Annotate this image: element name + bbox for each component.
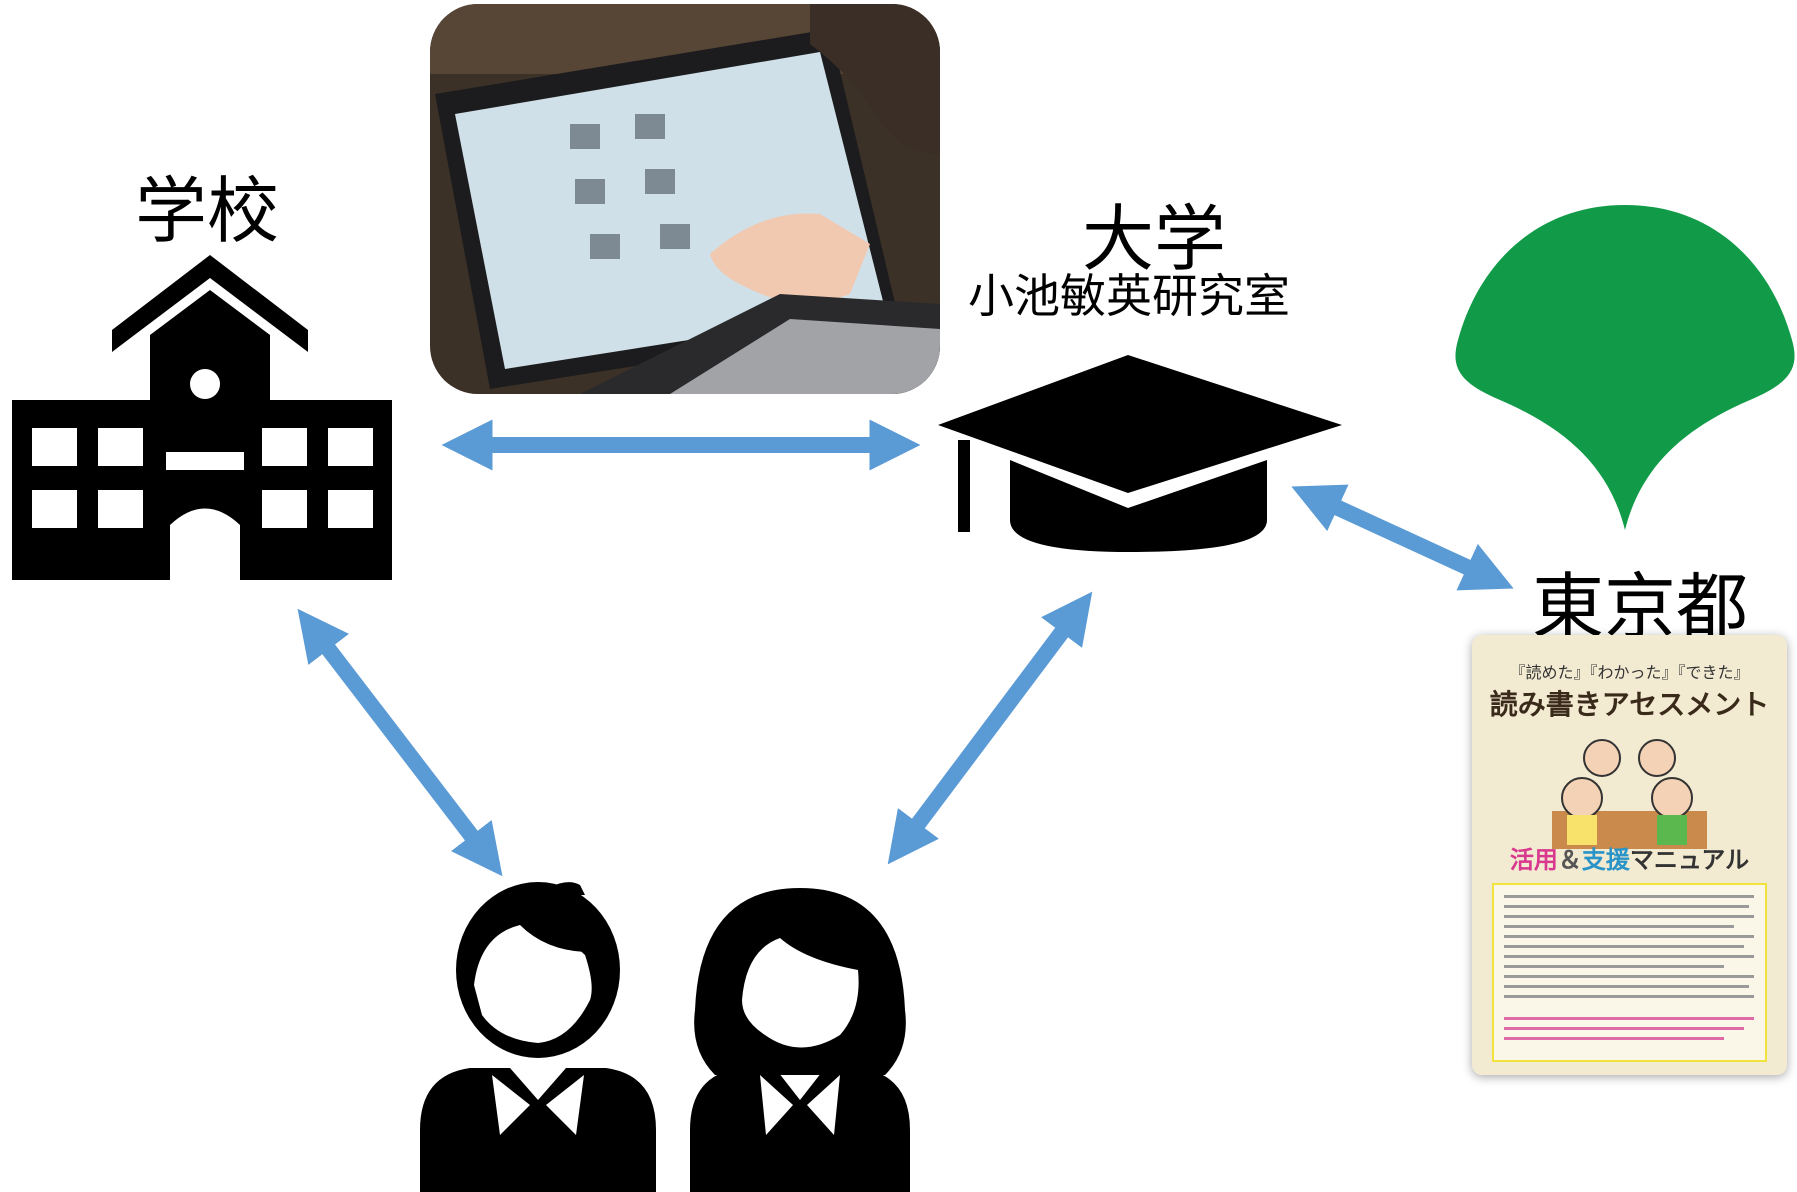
boy-student-icon — [420, 882, 656, 1192]
children-illustration — [1552, 739, 1707, 849]
arrow-school-students — [297, 608, 503, 877]
girl-student-icon — [690, 888, 910, 1192]
assessment-manual-booklet: 『読めた』『わかった』『できた』 読み書きアセスメント 活用＆支援マニュアル — [1472, 635, 1787, 1075]
lab-label: 小池敏英研究室 — [968, 269, 1290, 323]
manual-tagline: 『読めた』『わかった』『できた』 — [1509, 663, 1750, 682]
school-label: 学校 — [135, 169, 280, 253]
tokyo-emblem-icon — [1455, 205, 1795, 530]
manual-subtitle: 活用＆支援マニュアル — [1509, 846, 1750, 874]
manual-body-text — [1492, 883, 1767, 1062]
tablet-photo — [430, 4, 940, 394]
school-building-icon — [12, 255, 392, 580]
graduation-cap-icon — [938, 355, 1342, 552]
arrow-university-tokyo — [1291, 484, 1514, 591]
university-label: 大学 — [1082, 197, 1227, 281]
arrow-university-students — [887, 591, 1093, 865]
manual-title: 読み書きアセスメント — [1489, 688, 1770, 721]
